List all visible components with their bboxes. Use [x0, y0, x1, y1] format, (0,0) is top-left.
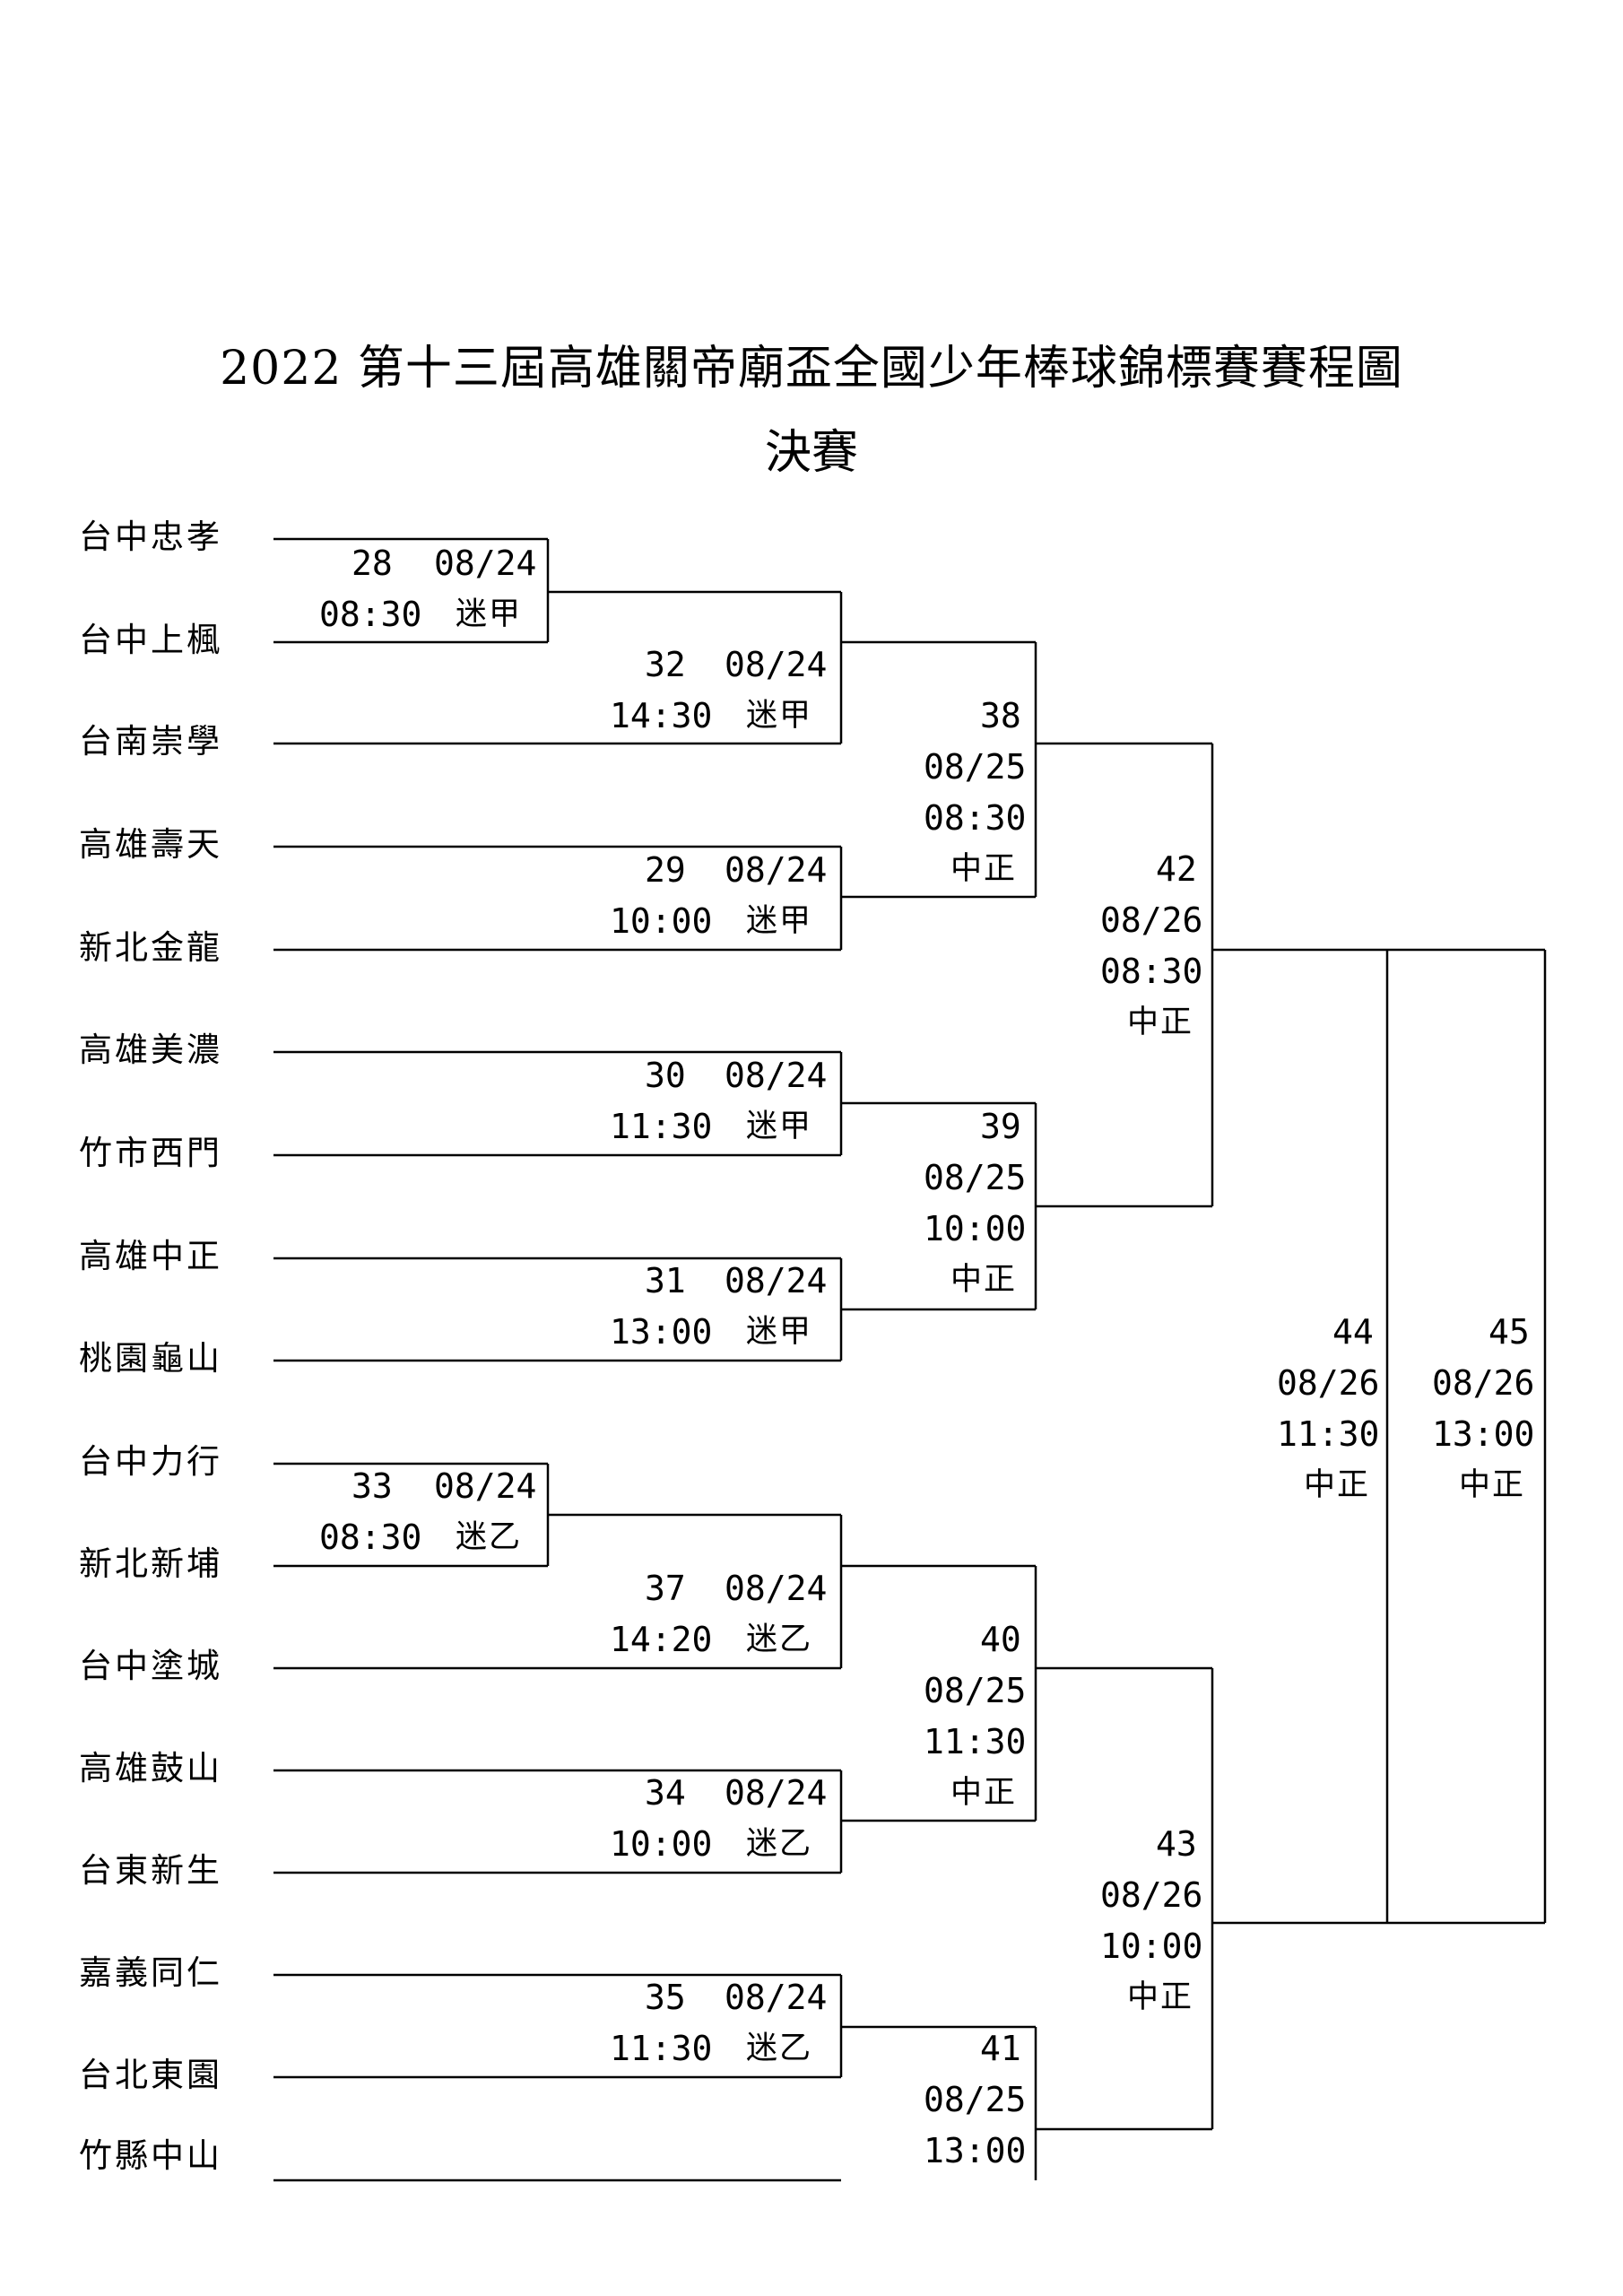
game-venue: 中正 — [950, 851, 1018, 887]
team-name: 高雄壽天 — [79, 825, 222, 864]
team-name: 高雄美濃 — [79, 1031, 222, 1069]
team-name: 台北東園 — [79, 2056, 222, 2094]
game-number: 45 — [1488, 1312, 1530, 1352]
game-date: 08/24 — [434, 1466, 537, 1506]
game-date: 08/24 — [725, 1978, 828, 2017]
game-date: 08/24 — [725, 1261, 828, 1300]
game-time: 10:00 — [610, 901, 713, 941]
game-number: 34 — [645, 1773, 686, 1813]
game-number: 28 — [352, 544, 393, 583]
game-venue: 中正 — [950, 1262, 1018, 1298]
game-number: 44 — [1332, 1312, 1374, 1352]
team-name: 台中塗城 — [79, 1647, 222, 1685]
team-name: 台東新生 — [79, 1851, 222, 1890]
game-number: 31 — [645, 1261, 686, 1300]
game-venue: 迷甲 — [746, 1314, 813, 1350]
game-number: 35 — [645, 1978, 686, 2017]
team-name: 台中忠孝 — [79, 517, 222, 556]
game-date: 08/25 — [924, 747, 1027, 787]
game-venue: 迷甲 — [746, 698, 813, 734]
team-name: 桃園龜山 — [79, 1339, 222, 1378]
game-time: 13:00 — [610, 1312, 713, 1352]
game-number: 29 — [645, 850, 686, 890]
game-date: 08/24 — [725, 645, 828, 684]
game-time: 10:00 — [924, 1209, 1027, 1248]
team-name: 台中力行 — [79, 1442, 222, 1481]
team-name: 嘉義同仁 — [79, 1953, 222, 1992]
game-venue: 中正 — [1127, 1004, 1194, 1040]
game-time: 11:30 — [1277, 1414, 1380, 1454]
game-time: 10:00 — [1100, 1926, 1203, 1966]
game-number: 37 — [645, 1569, 686, 1608]
game-number: 30 — [645, 1056, 686, 1095]
game-venue: 中正 — [1304, 1467, 1371, 1503]
game-date: 08/25 — [924, 1671, 1027, 1710]
game-time: 11:30 — [610, 2029, 713, 2068]
game-number: 33 — [352, 1466, 393, 1506]
team-name: 新北新埔 — [79, 1544, 222, 1583]
game-venue: 迷乙 — [746, 1826, 813, 1862]
game-venue: 中正 — [1127, 1979, 1194, 2015]
game-time: 13:00 — [924, 2131, 1027, 2170]
game-number: 39 — [980, 1107, 1021, 1146]
game-time: 08:30 — [1100, 952, 1203, 991]
game-venue: 迷乙 — [456, 1519, 523, 1555]
team-name: 竹市西門 — [79, 1134, 222, 1172]
game-date: 08/25 — [924, 1158, 1027, 1197]
game-time: 08:30 — [319, 1518, 422, 1557]
team-name: 高雄鼓山 — [79, 1749, 222, 1787]
game-date: 08/25 — [924, 2080, 1027, 2119]
game-venue: 中正 — [1459, 1467, 1526, 1503]
game-venue: 迷乙 — [746, 1622, 813, 1657]
game-date: 08/26 — [1432, 1363, 1535, 1403]
page-subtitle: 決賽 — [764, 426, 858, 480]
game-number: 42 — [1156, 849, 1197, 889]
game-date: 08/26 — [1100, 1875, 1203, 1915]
game-date: 08/26 — [1277, 1363, 1380, 1403]
team-name: 竹縣中山 — [79, 2136, 222, 2175]
game-time: 14:30 — [610, 696, 713, 735]
game-venue: 中正 — [950, 1775, 1018, 1811]
team-name: 高雄中正 — [79, 1237, 222, 1275]
team-name: 新北金龍 — [79, 928, 222, 967]
team-name: 台南崇學 — [79, 722, 222, 761]
game-number: 41 — [980, 2029, 1021, 2068]
game-time: 11:30 — [610, 1107, 713, 1146]
game-venue: 迷甲 — [746, 1109, 813, 1144]
game-number: 38 — [980, 696, 1021, 735]
game-date: 08/24 — [725, 1056, 828, 1095]
game-venue: 迷甲 — [456, 596, 523, 632]
game-number: 43 — [1156, 1824, 1197, 1864]
game-date: 08/24 — [725, 1569, 828, 1608]
game-time: 13:00 — [1432, 1414, 1535, 1454]
game-venue: 迷乙 — [746, 2031, 813, 2066]
game-venue: 迷甲 — [746, 903, 813, 939]
game-time: 11:30 — [924, 1722, 1027, 1761]
game-time: 10:00 — [610, 1824, 713, 1864]
game-date: 08/24 — [725, 1773, 828, 1813]
game-number: 32 — [645, 645, 686, 684]
page-title: 2022 第十三屆高雄關帝廟盃全國少年棒球錦標賽賽程圖 — [220, 342, 1403, 396]
game-number: 40 — [980, 1620, 1021, 1659]
team-name: 台中上楓 — [79, 621, 222, 659]
game-time: 08:30 — [319, 595, 422, 634]
game-date: 08/26 — [1100, 900, 1203, 940]
game-date: 08/24 — [434, 544, 537, 583]
game-date: 08/24 — [725, 850, 828, 890]
game-time: 14:20 — [610, 1620, 713, 1659]
game-time: 08:30 — [924, 798, 1027, 838]
